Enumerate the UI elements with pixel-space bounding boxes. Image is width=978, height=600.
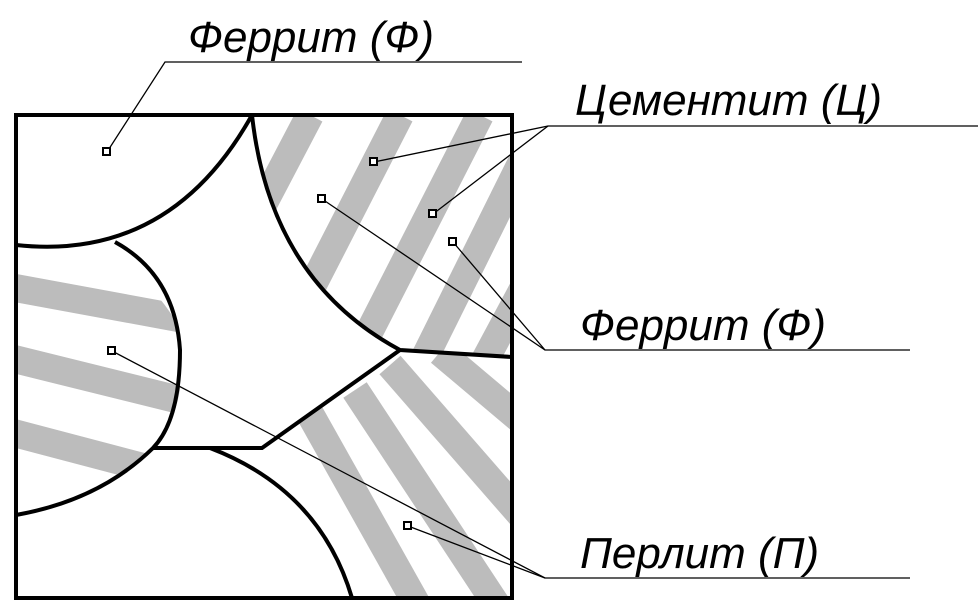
grain-boundary [153, 348, 402, 450]
cementite-stripe [347, 115, 493, 357]
pointer-marker [102, 147, 111, 156]
cementite-stripe [16, 344, 182, 419]
grain-boundary [209, 446, 354, 599]
cementite-stripe [472, 138, 512, 357]
label-pearlite: Перлит (П) [580, 529, 819, 578]
label-ferrite-top: Феррит (Ф) [188, 13, 434, 62]
cementite-stripe [16, 418, 182, 496]
grain-boundary [15, 114, 254, 249]
pointer-marker [403, 521, 412, 530]
cementite-stripe [292, 398, 433, 598]
pointer-markers [102, 147, 457, 530]
pointer-marker [369, 157, 378, 166]
leader-ferrite-right-2 [452, 241, 546, 351]
label-ferrite-right: Феррит (Ф) [580, 301, 826, 350]
grain-boundaries [15, 114, 513, 599]
cementite-stripe [343, 382, 512, 598]
cementite-stripe [252, 115, 323, 227]
cementite-stripes-top-right [252, 115, 512, 357]
pointer-marker [317, 194, 326, 203]
leader-lines [106, 61, 978, 579]
pointer-marker [428, 209, 437, 218]
cementite-stripes-bottom-right [292, 350, 512, 598]
label-cementite: Цементит (Ц) [575, 76, 882, 125]
leader-cementite-2 [432, 125, 549, 215]
grain-boundary [15, 240, 183, 517]
cementite-stripe [16, 273, 182, 336]
cementite-stripes-left [16, 273, 182, 496]
pointer-marker [107, 346, 116, 355]
grain-boundary [250, 114, 513, 359]
leader-pearlite-2 [407, 525, 546, 579]
leader-ferrite-top [106, 61, 522, 153]
pointer-marker [448, 237, 457, 246]
microstructure-frame [14, 113, 514, 600]
cementite-stripe [287, 115, 413, 317]
cementite-stripe [379, 355, 512, 570]
cementite-stripe [412, 115, 512, 357]
